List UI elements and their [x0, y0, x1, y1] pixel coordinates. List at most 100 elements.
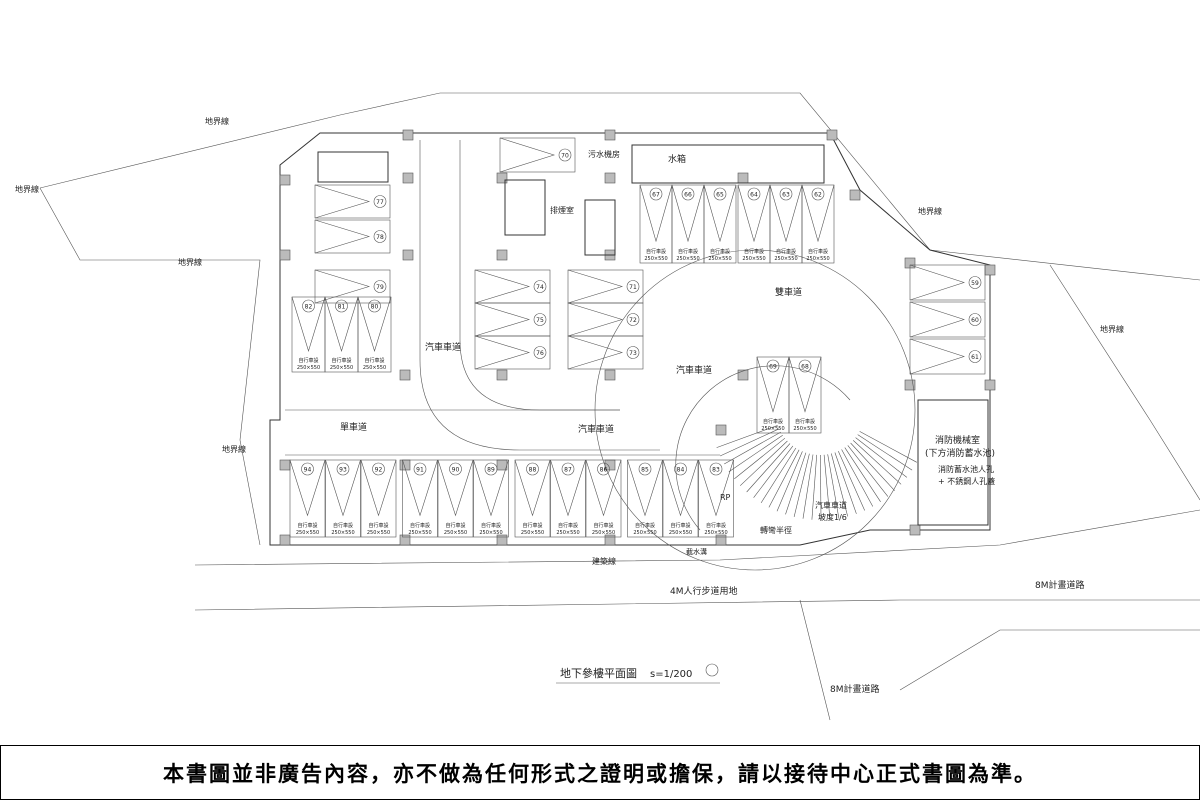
ramp-hatch-line [841, 449, 874, 507]
stall-tag: 自行車設 [795, 418, 815, 425]
stall-size: 250×550 [669, 530, 692, 536]
stall-number: 61 [971, 354, 979, 361]
rp-label: RP [720, 493, 731, 502]
stall-tag: 自行車設 [744, 248, 764, 255]
stall-number: 75 [536, 317, 544, 324]
ramp-hatch-line [831, 453, 848, 517]
stall-size: 250×550 [408, 530, 431, 536]
ramp-note-label: 汽車車道 [815, 500, 847, 510]
ramp-hatch-line [823, 454, 831, 520]
stall-tag: 自行車設 [670, 522, 690, 529]
road-edge-top [194, 509, 1200, 566]
ramp-hatch-line [768, 449, 800, 508]
ramp-hatch-line [834, 452, 857, 514]
stall-tag: 自行車設 [593, 522, 613, 529]
stall-number: 66 [684, 192, 692, 199]
stall-size: 250×550 [676, 256, 699, 262]
ramp-hatch-line [811, 454, 817, 520]
ramp-hatch-line [793, 453, 810, 517]
stall-size: 250×550 [793, 426, 816, 432]
ramp-hatch-line [855, 437, 908, 478]
disclaimer-bar: 本書圖並非廣告內容，亦不做為任何形式之證明或擔保，請以接待中心正式書圖為準。 [0, 745, 1200, 800]
ramp-hatch-line [724, 431, 781, 465]
parking-stall: 73 [567, 335, 644, 370]
stall-tag: 自行車設 [522, 522, 542, 529]
ramp-hatch-line [739, 440, 788, 486]
stall-number: 91 [416, 467, 424, 474]
parking-stall: 75 [474, 302, 551, 337]
ramp-hatch-line [760, 447, 797, 504]
boundary-label-2: 地界線 [15, 184, 39, 194]
stall-size: 250×550 [644, 256, 667, 262]
stall-size: 250×550 [704, 530, 727, 536]
ramp-hatch-line [859, 431, 917, 463]
water-tank [631, 144, 825, 184]
stall-number: 80 [371, 304, 379, 311]
stall-number: 83 [712, 467, 720, 474]
stair-left [317, 151, 389, 183]
ramp-hatch-line [827, 454, 840, 519]
parking-stall: 74 [474, 269, 551, 304]
stall-tag: 自行車設 [481, 522, 501, 529]
stair-core [504, 179, 546, 236]
stall-tag: 自行車設 [635, 522, 655, 529]
parking-stall: 78 [314, 219, 391, 254]
north-arrow-icon [705, 663, 719, 677]
road-label-2: 8M計畫道路 [830, 683, 880, 695]
stall-number: 67 [652, 192, 660, 199]
ramp-hatch-line [820, 454, 822, 521]
stall-size: 250×550 [444, 530, 467, 536]
spiral-ramp [716, 425, 917, 521]
fire-room-sub-label: (下方消防蓄水池) [925, 447, 995, 459]
stall-size: 250×550 [479, 530, 502, 536]
stall-number: 85 [641, 467, 649, 474]
stall-tag: 自行車設 [297, 522, 317, 529]
parking-stall: 70 [499, 137, 576, 173]
boundary-label-3: 地界線 [178, 257, 202, 267]
drain-label: 截水溝 [686, 547, 707, 556]
stall-tag: 自行車設 [710, 248, 730, 255]
building-line-label: 建築線 [592, 556, 616, 566]
stall-number: 73 [629, 350, 637, 357]
stall-tag: 自行車設 [445, 522, 465, 529]
car-lane-label-3: 汽車車道 [676, 364, 712, 376]
ramp-hatch-line [850, 442, 895, 491]
ramp-hatch-line [802, 454, 814, 519]
boundary-label-1: 地界線 [205, 116, 229, 126]
road-edge-lower [799, 599, 831, 721]
stall-tag: 自行車設 [364, 357, 384, 364]
ramp-hatch-line [852, 440, 902, 485]
stall-number: 86 [600, 467, 608, 474]
stall-number: 65 [716, 192, 724, 199]
stall-tag: 自行車設 [558, 522, 578, 529]
stall-size: 250×550 [774, 256, 797, 262]
inner-ramp-arc [675, 365, 851, 531]
stall-number: 77 [376, 199, 384, 206]
curve-radius-label: 轉彎半徑 [760, 525, 792, 535]
stall-tag: 自行車設 [646, 248, 666, 255]
stall-tag: 自行車設 [333, 522, 353, 529]
parking-stall: 76 [474, 335, 551, 370]
stall-number: 70 [561, 153, 569, 160]
ramp-hatch-line [857, 434, 913, 471]
stall-number: 89 [487, 467, 495, 474]
ramp-hatch-line [776, 451, 803, 512]
stall-number: 71 [629, 284, 637, 291]
parking-stall: 59 [909, 264, 986, 301]
stall-size: 250×550 [521, 530, 544, 536]
stall-number: 87 [564, 467, 572, 474]
stall-number: 63 [782, 192, 790, 199]
stall-number: 72 [629, 317, 637, 324]
manhole-label: + 不銹鋼人孔蓋 [938, 476, 995, 486]
stall-number: 64 [750, 192, 758, 199]
